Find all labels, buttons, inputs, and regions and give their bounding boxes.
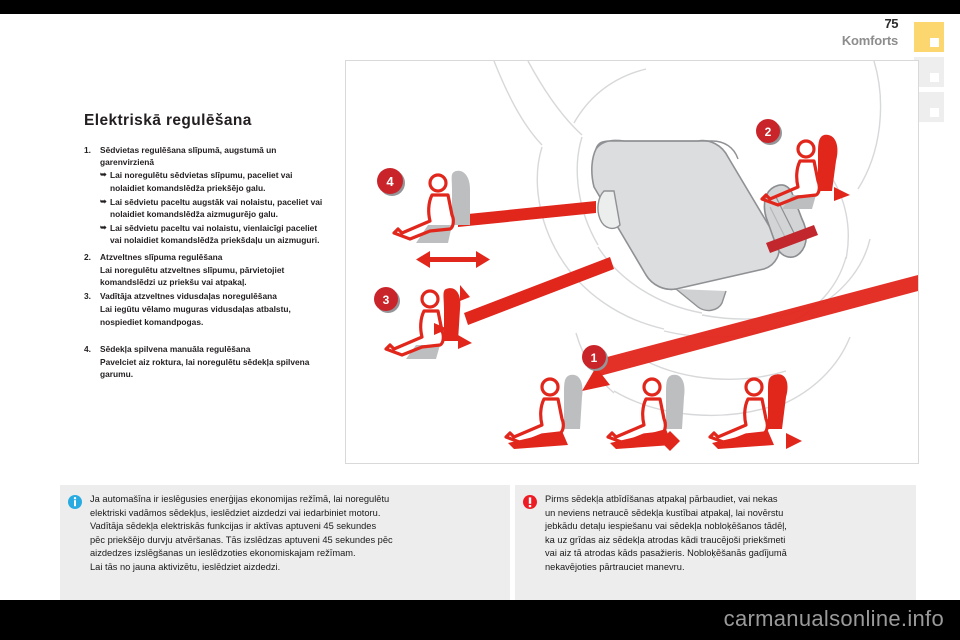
instruction-item-2: 2. Atzveltnes slīpuma regulēšana Lai nor… — [84, 251, 324, 289]
info-line: Vadītāja sēdekļa elektriskās funkcijas i… — [90, 521, 377, 532]
info-line: pēc priekšējo durvju atvēršanas. Tās izs… — [90, 534, 393, 545]
svg-text:2: 2 — [765, 125, 772, 139]
warning-line: nekavējoties pārtrauciet manevru. — [545, 561, 685, 572]
warning-line: un neviens netraucē sēdekļa kustībai atp… — [545, 507, 784, 518]
item-number: 1. — [84, 145, 91, 155]
leader-line-4 — [458, 201, 596, 227]
bullet-text: Lai sēdvietu paceltu augstāk vai nolaist… — [110, 196, 323, 220]
item-bullet-list: ➥Lai noregulētu sēdvietas slīpumu, pacel… — [100, 169, 324, 246]
leader-line-1 — [592, 275, 918, 377]
item-heading: Vadītāja atzveltnes vidusdaļas noregulēš… — [100, 291, 277, 302]
tab-marker — [930, 108, 939, 117]
notice-boxes: Ja automašīna ir ieslēgusies enerģijas e… — [60, 485, 916, 600]
chapter-tab-active[interactable] — [914, 22, 944, 52]
item-heading: Sēdekļa spilvena manuāla regulēšana — [100, 343, 251, 354]
item-heading: Sēdvietas regulēšana slīpumā, augstumā u… — [100, 145, 277, 168]
bullet-text: Lai sēdvietu paceltu vai nolaistu, vienl… — [110, 223, 320, 246]
list-item: ➥Lai sēdvietu paceltu augstāk vai nolais… — [100, 196, 324, 220]
page-number: 75 — [884, 16, 899, 31]
item-text: Lai iegūtu vēlamo muguras vidusdaļas atb… — [100, 304, 291, 327]
item-number: 2. — [84, 251, 91, 262]
warning-line: ka uz grīdas aiz sēdekļa atrodas kādi tr… — [545, 534, 786, 545]
info-line: Ja automašīna ir ieslēgusies enerģijas e… — [90, 494, 390, 504]
chapter-tab-3[interactable] — [914, 92, 944, 122]
warning-line: Pirms sēdekļa atbīdīšanas atpakaļ pārbau… — [545, 494, 778, 504]
leader-line-3 — [464, 257, 614, 325]
info-line: elektriski vadāmos sēdekļus, ieslēdziet … — [90, 507, 381, 518]
column-spacer — [84, 330, 324, 343]
callout-1: 1 — [582, 345, 608, 371]
list-item: ➥Lai sēdvietu paceltu vai nolaistu, vien… — [100, 222, 324, 246]
instruction-item-3: 3. Vadītāja atzveltnes vidusdaļas noregu… — [84, 290, 324, 328]
item-heading: Atzveltnes slīpuma regulēšana — [100, 251, 223, 262]
instruction-item-1: 1. Sēdvietas regulēšana slīpumā, augstum… — [84, 144, 324, 249]
item-number: 4. — [84, 343, 91, 354]
section-title: Komforts — [841, 33, 898, 48]
watermark-text: carmanualsonline.info — [723, 606, 944, 631]
leader-line-2 — [766, 225, 818, 253]
svg-text:3: 3 — [383, 293, 390, 307]
callout-3: 3 — [374, 285, 472, 359]
svg-text:4: 4 — [386, 174, 394, 189]
bullet-text: Lai noregulētu sēdvietas slīpumu, paceli… — [110, 170, 293, 193]
list-item: ➥Lai noregulētu sēdvietas slīpumu, pacel… — [100, 169, 324, 193]
warning-line: vai aiz tā atrodas kāds pasažieris. Nobl… — [545, 548, 787, 559]
callout-4: 4 — [377, 168, 490, 268]
tab-marker — [930, 73, 939, 82]
bullet-arrow-icon: ➥ — [100, 170, 107, 180]
info-icon — [68, 493, 90, 600]
warning-icon — [523, 493, 545, 600]
info-line: aizdedzes izslēgšanas un ieslēdzoties ek… — [90, 548, 356, 559]
page-title: Elektriskā regulēšana — [84, 112, 252, 129]
info-box: Ja automašīna ir ieslēgusies enerģijas e… — [60, 485, 510, 600]
seat-pictogram-row — [504, 374, 802, 451]
chapter-tab-2[interactable] — [914, 57, 944, 87]
instructions-column: Elektriskā regulēšana 1. Sēdvietas regul… — [84, 112, 324, 382]
instruction-item-4: 4. Sēdekļa spilvena manuāla regulēšana P… — [84, 343, 324, 381]
bullet-arrow-icon: ➥ — [100, 223, 107, 233]
info-line: Lai tās no jauna aktivizētu, ieslēdziet … — [90, 561, 281, 572]
info-box-text: Ja automašīna ir ieslēgusies enerģijas e… — [90, 493, 500, 600]
warning-line: jebkādu detaļu iespiešanu vai sēdekļa no… — [545, 521, 787, 532]
top-black-bar — [0, 0, 960, 14]
item-text: Pavelciet aiz roktura, lai noregulētu sē… — [100, 357, 310, 380]
bullet-arrow-icon: ➥ — [100, 196, 107, 206]
callout-2: 2 — [756, 119, 850, 209]
svg-text:1: 1 — [591, 351, 598, 365]
item-number: 3. — [84, 291, 91, 302]
seat-adjustment-illustration: 4 3 — [345, 60, 919, 464]
warning-box: Pirms sēdekļa atbīdīšanas atpakaļ pārbau… — [515, 485, 916, 600]
item-text: Lai noregulētu atzveltnes slīpumu, pārvi… — [100, 264, 285, 288]
tab-marker — [930, 38, 939, 47]
chapter-tabs — [906, 22, 952, 127]
warning-box-text: Pirms sēdekļa atbīdīšanas atpakaļ pārbau… — [545, 493, 906, 600]
page-header: 75 Komforts — [710, 0, 960, 122]
footer-bar: carmanualsonline.info — [0, 600, 960, 640]
